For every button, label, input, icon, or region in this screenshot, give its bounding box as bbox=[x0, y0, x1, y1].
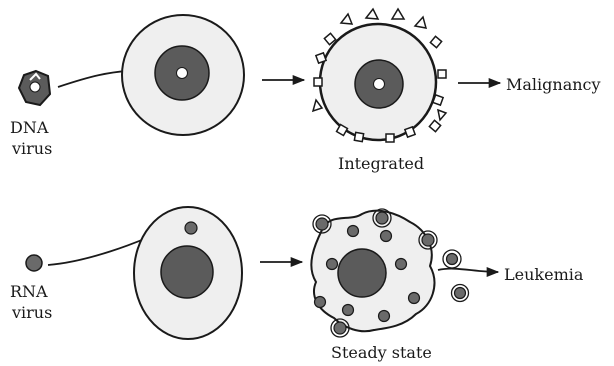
host-cell-rna bbox=[134, 207, 242, 339]
integrated-cell bbox=[313, 9, 446, 142]
arrow-to-leukemia bbox=[438, 269, 498, 272]
steady-state-cell bbox=[311, 209, 468, 337]
malignancy-label: Malignancy bbox=[506, 75, 601, 94]
rna-virus-label-line2: virus bbox=[11, 303, 52, 322]
dna-virus-label-line2: virus bbox=[11, 139, 52, 158]
integrated-label: Integrated bbox=[338, 154, 424, 173]
host-cell-dna bbox=[122, 15, 244, 135]
rna-virus-label-line1: RNA bbox=[10, 282, 48, 301]
dna-virus-particle bbox=[19, 71, 50, 105]
steady-state-label: Steady state bbox=[331, 343, 432, 362]
dna-virus-label-line1: DNA bbox=[10, 118, 49, 137]
leukemia-label: Leukemia bbox=[504, 265, 584, 284]
rna-virus-particle bbox=[26, 255, 42, 271]
